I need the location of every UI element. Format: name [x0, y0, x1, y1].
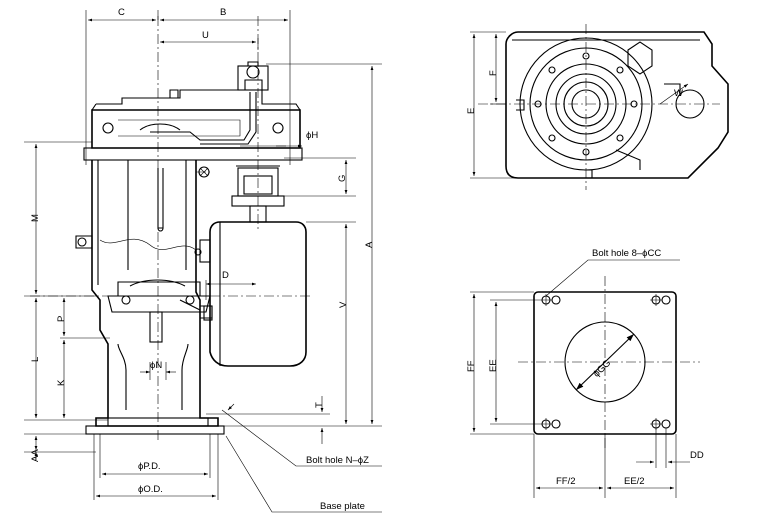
top-view [470, 24, 729, 190]
dim-label-dd: DD [690, 450, 704, 461]
front-view [24, 10, 382, 513]
dim-label-h: ϕH [306, 130, 318, 141]
dim-label-aa: AA [30, 449, 41, 462]
dim-label-u: U [202, 30, 209, 41]
dim-label-f: F [488, 70, 499, 76]
dim-label-g: G [337, 175, 348, 182]
dim-label-ff: FF [466, 360, 477, 372]
callout-bolt-hole-front: Bolt hole N–ϕZ [306, 455, 369, 466]
callout-bolt-hole-base: Bolt hole 8–ϕCC [592, 248, 661, 259]
dim-label-k: K [56, 379, 67, 386]
dim-label-t: T [314, 402, 325, 408]
dim-label-v: V [338, 301, 349, 308]
dim-label-ee-half: EE/2 [624, 476, 645, 487]
dim-label-l: L [30, 357, 41, 362]
dim-label-d: D [222, 270, 229, 281]
dim-label-pd: ϕP.D. [138, 461, 161, 472]
pump-body [75, 160, 225, 435]
dim-label-gg: ϕGG [591, 358, 613, 380]
dim-label-m: M [30, 214, 41, 222]
dim-label-w: W [674, 88, 683, 99]
dim-label-c: C [118, 7, 125, 18]
dim-label-ee: EE [488, 359, 499, 372]
dim-label-p: P [56, 316, 67, 322]
callout-base-plate: Base plate [320, 501, 365, 512]
dim-label-b: B [220, 7, 226, 18]
dim-label-n: ϕN [150, 360, 162, 371]
dim-label-ff-half: FF/2 [556, 476, 576, 487]
dim-label-e: E [466, 108, 477, 114]
base-plate-view [470, 259, 700, 498]
dim-label-a: A [364, 241, 375, 248]
gear-housing [83, 61, 303, 161]
motor [194, 221, 307, 367]
dim-label-od: ϕO.D. [138, 484, 163, 495]
shaft-pipe [157, 168, 164, 229]
